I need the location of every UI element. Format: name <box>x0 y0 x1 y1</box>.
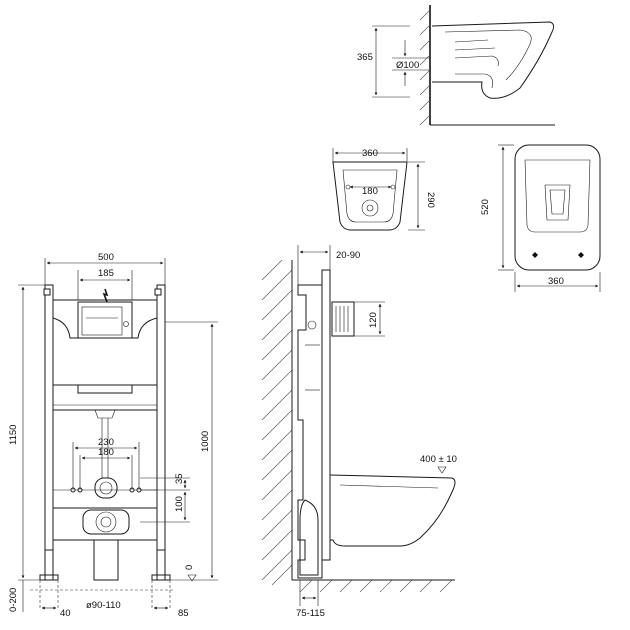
dim-front-360: 360 <box>362 148 378 159</box>
frame-side-view: 20-90 120 400 ± 10 75-115 <box>261 245 457 619</box>
dim-wall-bottom: 75-115 <box>296 608 325 619</box>
dim-frame-drain: ø90-110 <box>86 600 121 611</box>
dim-frame-185: 185 <box>98 268 114 279</box>
bowl-top-view: 520 360 <box>480 144 601 292</box>
dim-frame-85: 85 <box>178 608 189 619</box>
dim-frame-1150: 1150 <box>8 425 19 445</box>
dim-frame-230: 230 <box>98 437 114 448</box>
dim-top-520: 520 <box>480 199 491 215</box>
dim-frame-180: 180 <box>98 447 114 458</box>
dim-top-360: 360 <box>548 276 564 287</box>
dim-frame-0-200: 0-200 <box>8 588 19 612</box>
frame-front-view: 500 185 1150 1000 230 180 35 100 <box>8 252 218 619</box>
side-section-view: 365 Ø100 <box>357 5 555 126</box>
dim-frame-500: 500 <box>98 252 114 263</box>
dim-pipe-dia: Ø100 <box>396 60 419 71</box>
dim-frame-35: 35 <box>174 473 185 484</box>
dim-wall-gap: 20-90 <box>336 250 360 261</box>
dim-wall-120: 120 <box>368 312 379 328</box>
dim-frame-zero: 0 <box>184 565 195 570</box>
dim-frame-40: 40 <box>60 608 71 619</box>
dim-front-180: 180 <box>362 186 378 197</box>
dim-365: 365 <box>357 52 373 63</box>
dim-bowl-height: 400 ± 10 <box>420 454 457 465</box>
dim-frame-100: 100 <box>174 496 185 512</box>
dim-frame-1000: 1000 <box>200 431 211 452</box>
bowl-front-view: 360 180 290 <box>332 148 436 231</box>
dim-front-290: 290 <box>425 192 436 208</box>
